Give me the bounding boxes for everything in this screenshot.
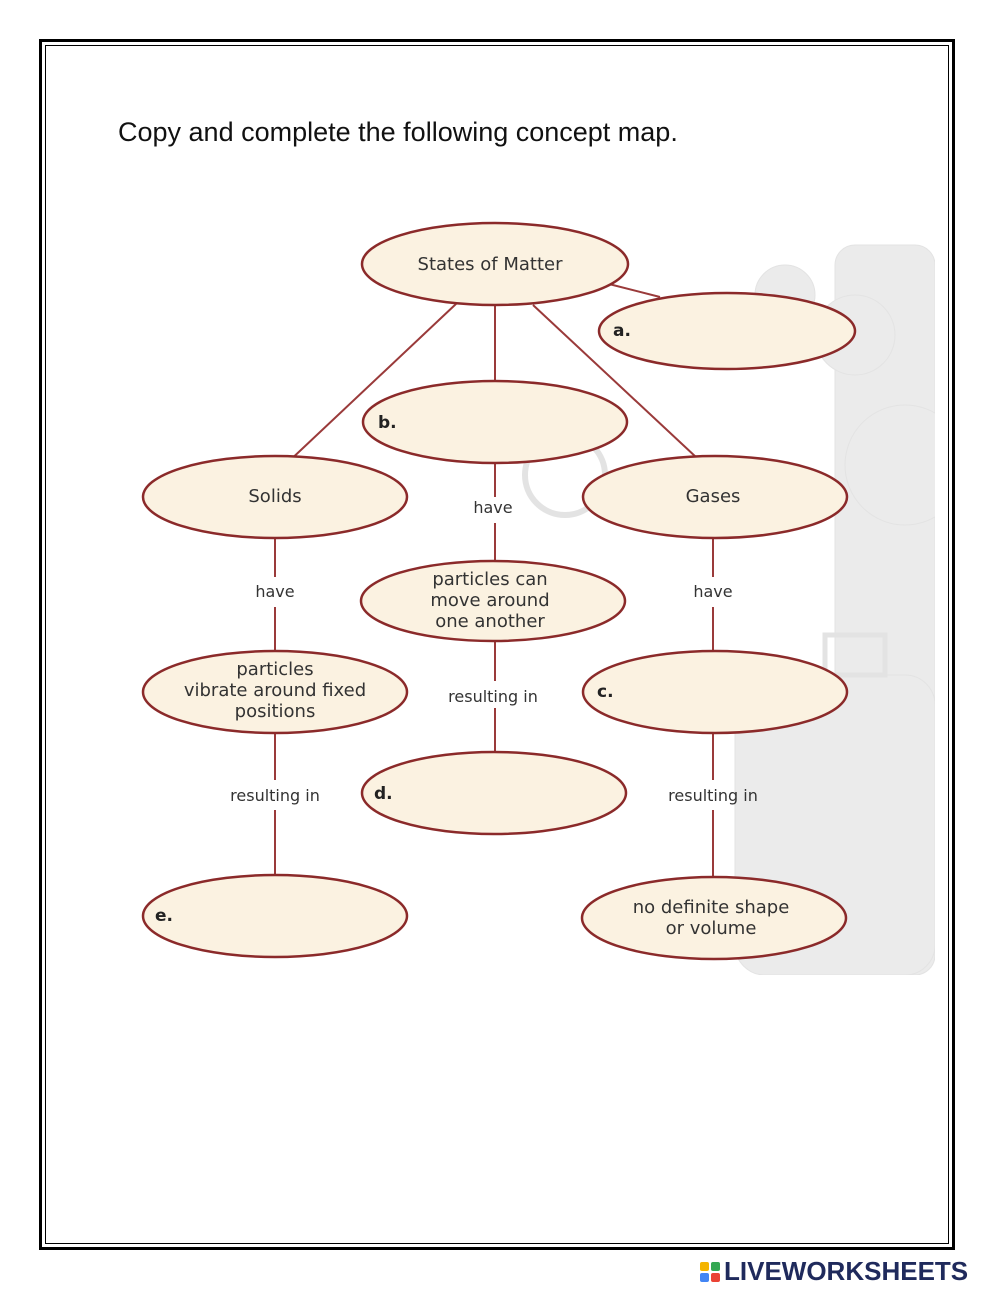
node-solid-particles-line-3: positions [235,701,316,722]
node-b-label: b. [378,413,397,433]
node-gas-result-line-1: no definite shape [633,897,790,918]
node-solid-particles-line-1: particles [236,659,313,680]
node-gases-label: Gases [686,486,741,507]
node-e-label: e. [155,906,173,926]
node-solids [141,454,409,540]
line-root-a [604,282,661,298]
node-particles-vibrate [141,649,409,735]
node-states-of-matter [360,221,630,307]
node-b[interactable] [361,379,629,465]
node-d[interactable] [360,750,628,836]
node-a[interactable] [597,291,857,371]
node-gases [581,454,849,540]
edge-label-solids-have: have [255,582,294,601]
node-liquid-particles-line-1: particles can [432,569,547,590]
worksheet-outer-border [39,39,955,1250]
worksheet-inner-border [45,45,949,1244]
liveworksheets-logo-text: LIVEWORKSHEETS [724,1256,969,1286]
node-no-definite-shape [580,875,848,961]
liveworksheets-logo-icon [700,1261,720,1282]
edge-label-liquids-resulting-in: resulting in [448,687,538,706]
node-liquid-particles-line-2: move around [430,590,549,611]
node-a-label: a. [613,321,631,341]
edge-label-solids-resulting-in: resulting in [230,786,320,805]
node-states-of-matter-label: States of Matter [418,254,564,275]
concept-map-lines [274,282,714,877]
edge-label-gases-resulting-in: resulting in [668,786,758,805]
node-solid-particles-line-2: vibrate around fixed [184,680,366,701]
node-liquid-particles-line-3: one another [435,611,545,632]
node-particles-move-around [359,559,627,643]
instruction-text: Copy and complete the following concept … [118,117,678,147]
line-root-gases [532,304,698,459]
line-root-solids [284,302,458,466]
node-gas-result-line-2: or volume [666,918,757,939]
liveworksheets-logo: LIVEWORKSHEETS [700,1256,968,1287]
edge-label-b-have: have [473,498,512,517]
node-solids-label: Solids [248,486,301,507]
node-c[interactable] [581,649,849,735]
node-c-label: c. [597,682,614,702]
concept-map: States of Matter a. b. Solids Gases part… [135,205,935,975]
node-d-label: d. [374,784,393,804]
concept-map-svg: States of Matter a. b. Solids Gases part… [141,221,935,975]
edge-label-gases-have: have [693,582,732,601]
node-e[interactable] [141,873,409,959]
